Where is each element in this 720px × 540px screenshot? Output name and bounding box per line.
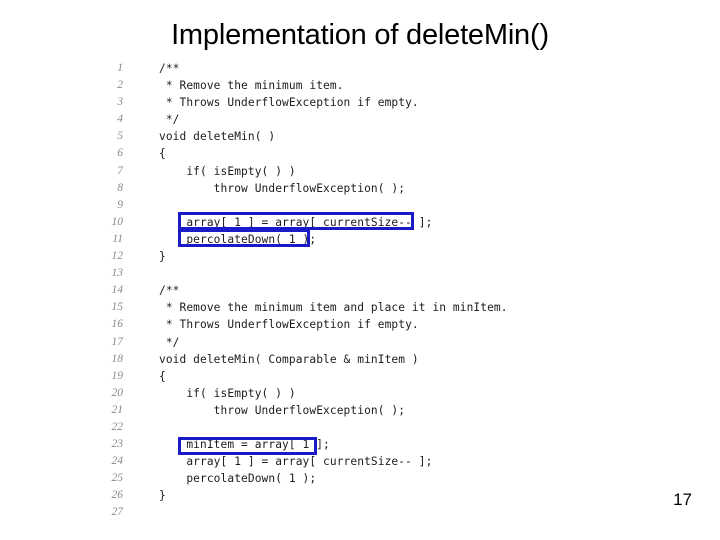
code-text: array[ 1 ] = array[ currentSize-- ];: [159, 455, 433, 469]
code-line: 8 throw UnderflowException( );: [97, 180, 567, 197]
line-number: 14: [111, 284, 124, 297]
line-number: 22: [111, 420, 124, 433]
line-number: 24: [111, 455, 124, 468]
page-title: Implementation of deleteMin(): [171, 19, 549, 51]
code-text: if( isEmpty( ) ): [159, 164, 296, 178]
line-number: 1: [117, 62, 123, 74]
code-text: }: [159, 489, 166, 503]
code-text: */: [159, 113, 180, 127]
code-line: 1 /**: [97, 60, 567, 77]
code-line: 12}: [97, 248, 567, 265]
code-listing: 1/**2 * Remove the minimum item.3 * Thro…: [97, 60, 567, 522]
line-number: 13: [111, 267, 124, 280]
code-line: 10 array[ 1 ] = array[ currentSize-- ];: [97, 214, 567, 231]
line-number: 19: [111, 369, 124, 382]
code-text: if( isEmpty( ) ): [159, 386, 296, 400]
line-number: 3: [117, 96, 123, 109]
line-number: 16: [111, 318, 124, 331]
line-number: 2: [117, 79, 123, 92]
line-number: 27: [111, 506, 124, 519]
code-text: /**: [159, 284, 180, 298]
line-number: 9: [117, 198, 123, 211]
code-line: 17 */: [97, 334, 567, 351]
line-number: 8: [117, 181, 123, 194]
code-line: 2 * Remove the minimum item.: [97, 77, 567, 94]
code-line: 26}: [97, 487, 567, 504]
code-line: 7 if( isEmpty( ) ): [97, 163, 567, 180]
code-text: * Throws UnderflowException if empty.: [159, 318, 419, 332]
code-line: 23 minItem = array[ 1 ];: [97, 436, 567, 453]
code-text: throw UnderflowException( );: [159, 403, 406, 417]
line-number: 23: [111, 438, 124, 451]
code-line: 5 void deleteMin( ): [97, 128, 567, 145]
page-number: 17: [673, 490, 692, 509]
line-number: 15: [111, 301, 124, 314]
code-line: 11 percolateDown( 1 );: [97, 231, 567, 248]
code-text: throw UnderflowException( );: [159, 181, 406, 195]
code-line: 6{: [97, 145, 567, 162]
code-line: 24 array[ 1 ] = array[ currentSize-- ];: [97, 453, 567, 470]
code-text: void deleteMin( Comparable & minItem ): [159, 352, 419, 366]
code-line: 19 {: [97, 368, 567, 385]
line-number: 5: [117, 130, 123, 143]
code-line: 13: [97, 265, 567, 282]
code-line: 4 */: [97, 111, 567, 128]
code-line: 14 /**: [97, 282, 567, 299]
code-text: {: [159, 369, 166, 383]
code-line: 22: [97, 419, 567, 436]
code-text: /**: [159, 62, 180, 75]
code-text: * Remove the minimum item and place it i…: [159, 301, 508, 315]
code-text: {: [159, 147, 166, 161]
line-number: 7: [117, 164, 123, 177]
code-text: percolateDown( 1 );: [159, 472, 317, 486]
code-line: 18 void deleteMin( Comparable & minItem ): [97, 351, 567, 368]
code-line: 15 * Remove the minimum item and place i…: [97, 299, 567, 316]
code-line: 25 percolateDown( 1 );: [97, 470, 567, 487]
code-line: 16 * Throws UnderflowException if empty.: [97, 316, 567, 333]
code-text: */: [159, 335, 180, 349]
line-number: 6: [117, 147, 123, 160]
line-number: 17: [111, 335, 124, 348]
line-number: 4: [117, 113, 123, 126]
line-number: 12: [111, 250, 124, 263]
line-number: 21: [111, 403, 124, 416]
line-number: 10: [111, 215, 124, 228]
code-text: percolateDown( 1 );: [159, 232, 317, 246]
line-number: 25: [111, 472, 124, 485]
line-number: 26: [111, 489, 124, 502]
code-line: 20 if( isEmpty( ) ): [97, 385, 567, 402]
code-text: * Remove the minimum item.: [159, 79, 344, 93]
code-text: void deleteMin( ): [159, 130, 276, 144]
code-text: * Throws UnderflowException if empty.: [159, 96, 419, 110]
code-line: 9: [97, 197, 567, 214]
code-text: array[ 1 ] = array[ currentSize-- ];: [159, 215, 433, 229]
code-line: 3 * Throws UnderflowException if empty.: [97, 94, 567, 111]
code-line: 27: [97, 504, 567, 521]
line-number: 18: [111, 352, 124, 365]
line-number: 20: [111, 386, 124, 399]
code-line: 21 throw UnderflowException( );: [97, 402, 567, 419]
line-number: 11: [112, 232, 123, 245]
code-text: minItem = array[ 1 ];: [159, 438, 330, 452]
code-text: }: [159, 250, 166, 264]
